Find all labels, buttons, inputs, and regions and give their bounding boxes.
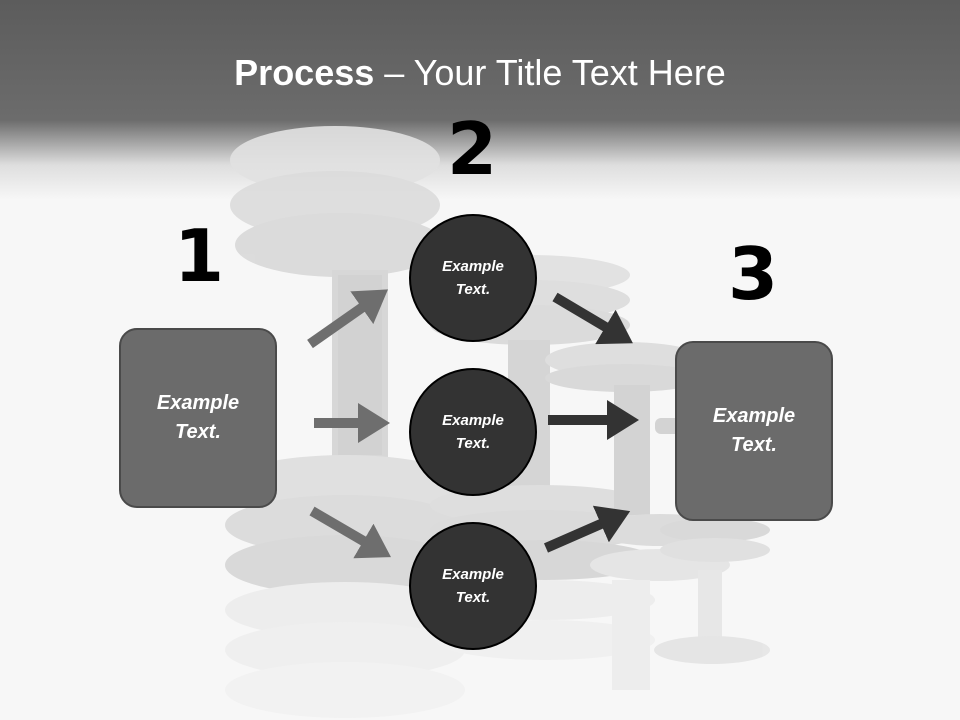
circle-middle-line2: Text.	[455, 435, 491, 452]
circle-top-line2: Text.	[455, 281, 491, 298]
step-1-box: Example Text.	[119, 328, 277, 508]
arrow-1-to-bottom	[309, 506, 392, 559]
header-band	[0, 0, 960, 200]
arrow-bottom-to-3	[543, 505, 631, 553]
circle-top-line1: Example	[442, 258, 504, 275]
step-1-text: Example Text.	[157, 389, 239, 447]
circle-bottom-line1: Example	[442, 566, 504, 583]
step-number-3: 3	[727, 232, 779, 316]
step-1-text-line2: Text.	[175, 421, 221, 443]
page-title: Process – Your Title Text Here	[0, 52, 960, 94]
circle-bottom-line2: Text.	[455, 589, 491, 606]
title-bold: Process	[234, 52, 375, 93]
title-rest: – Your Title Text Here	[374, 52, 726, 93]
step-3-box: Example Text.	[675, 341, 833, 521]
step-3-text: Example Text.	[713, 402, 795, 460]
step-3-text-line2: Text.	[731, 434, 777, 456]
step-1-text-line1: Example	[156, 392, 240, 414]
step-number-2: 2	[446, 107, 498, 191]
arrow-top-to-3	[552, 292, 633, 345]
step-number-1: 1	[173, 214, 225, 298]
circle-middle-line1: Example	[442, 412, 504, 429]
step-3-text-line1: Example	[712, 405, 796, 427]
arrow-1-to-top	[307, 289, 389, 349]
